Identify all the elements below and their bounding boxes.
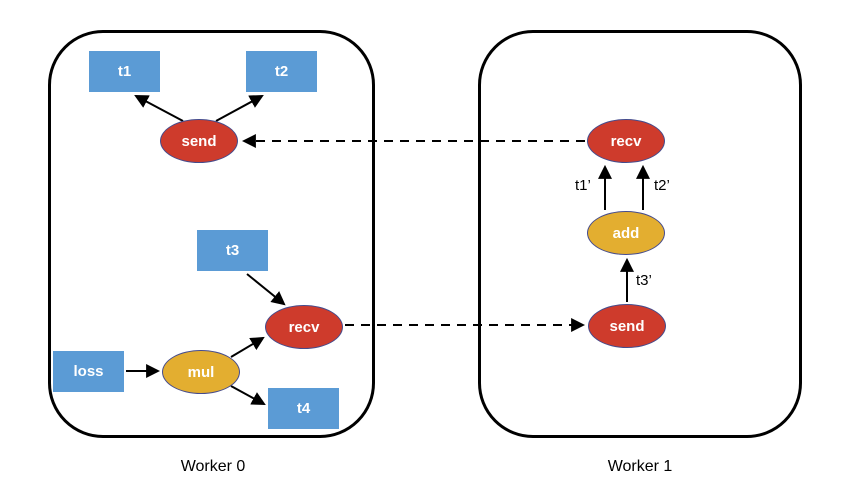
tensor-t1: t1 xyxy=(89,51,160,92)
tensor-t2: t2 xyxy=(246,51,317,92)
edge-label-t2-prime: t2’ xyxy=(654,177,670,194)
op-add-worker1: add xyxy=(587,211,665,255)
worker1-label: Worker 1 xyxy=(607,458,673,475)
op-recv-worker1: recv xyxy=(587,119,665,163)
op-recv-worker0: recv xyxy=(265,305,343,349)
tensor-t4: t4 xyxy=(268,388,339,429)
tensor-loss: loss xyxy=(53,351,124,392)
tensor-t3: t3 xyxy=(197,230,268,271)
op-send-worker1: send xyxy=(588,304,666,348)
worker1-box xyxy=(478,30,802,438)
op-send-worker0: send xyxy=(160,119,238,163)
worker0-box xyxy=(48,30,375,438)
edge-label-t3-prime: t3’ xyxy=(636,272,652,289)
worker0-label: Worker 0 xyxy=(180,458,246,475)
op-mul-worker0: mul xyxy=(162,350,240,394)
edge-label-t1-prime: t1’ xyxy=(575,177,591,194)
